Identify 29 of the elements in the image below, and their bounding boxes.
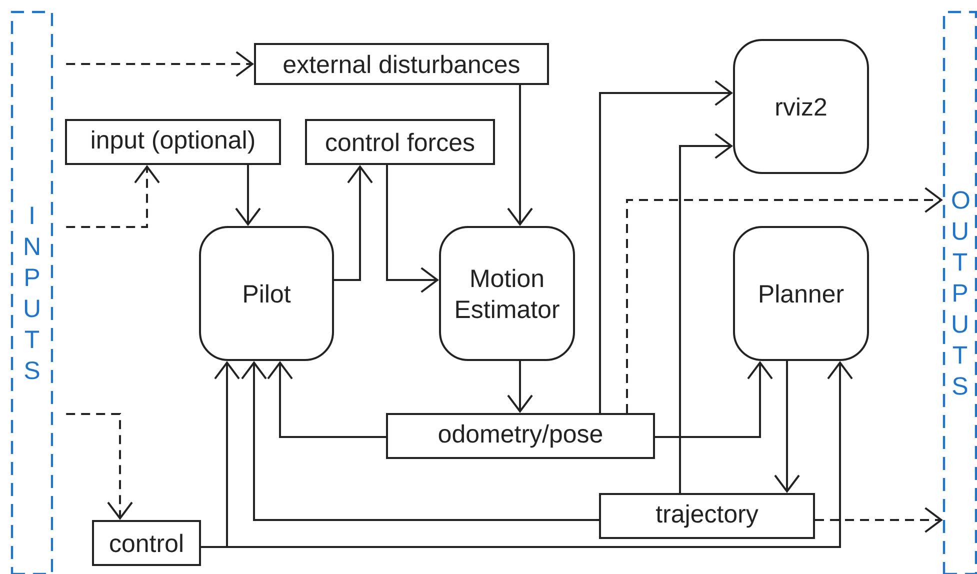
process-box: external disturbances [254,43,549,85]
rounded-box: rviz2 [733,39,869,174]
arrow [334,165,373,281]
arrow [774,361,800,493]
arrow [241,361,599,521]
rounded-box: Motion Estimator [439,226,575,361]
dashed-arrow [815,507,943,533]
arrow [267,361,386,438]
process-box: input (optional) [65,119,281,165]
arrow [507,85,533,226]
process-box: control [92,520,201,566]
dashed-arrow [66,51,254,77]
arrow [507,361,533,413]
process-box: control forces [305,119,495,165]
dashed-arrow [66,165,160,228]
arrow [679,133,733,493]
arrow [655,361,773,438]
arrow [386,165,439,293]
dashed-band: O U T P U T S [942,10,977,574]
dashed-band: I N P U T S [10,10,54,574]
rounded-box: Planner [733,226,869,361]
process-box: trajectory [599,493,815,539]
arrow [201,361,853,548]
arrow [599,80,733,413]
arrow [235,165,261,226]
dashed-arrow [626,187,943,413]
rounded-box: Pilot [199,226,334,361]
process-box: odometry/pose [386,413,655,459]
dashed-arrow [66,413,133,520]
